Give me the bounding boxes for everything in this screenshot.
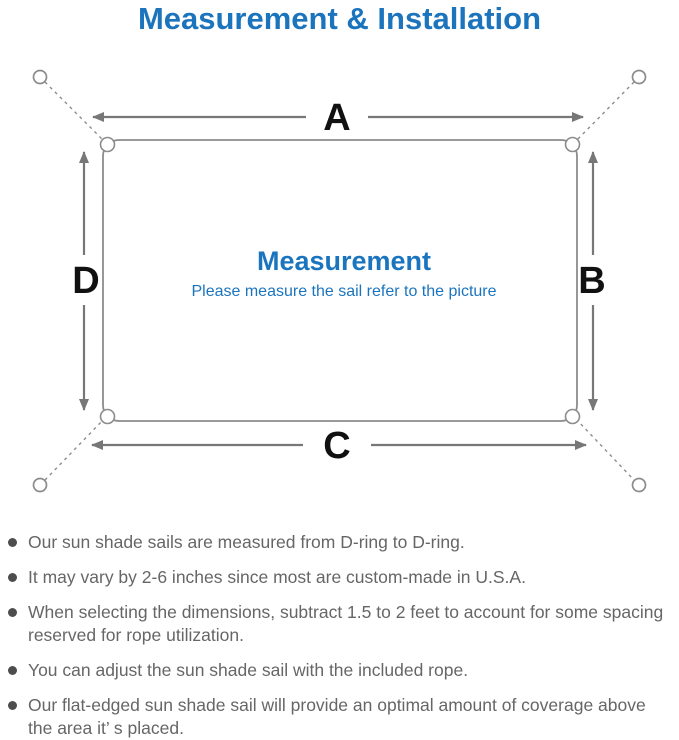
d-ring-top-left [99,136,116,153]
anchor-point-top-right [631,69,647,85]
note-item: It may vary by 2-6 inches since most are… [8,566,674,589]
note-text: It may vary by 2-6 inches since most are… [28,567,526,587]
note-text: Our flat-edged sun shade sail will provi… [28,695,646,738]
diagram-subtitle: Please measure the sail refer to the pic… [191,283,496,300]
measurement-diagram: A C D B Measurement Please measure the s… [32,69,647,493]
note-item: Our flat-edged sun shade sail will provi… [8,694,674,740]
dimension-label-b: B [578,260,605,302]
dimension-label-a: A [323,97,350,139]
note-item: Our sun shade sails are measured from D-… [8,531,674,554]
anchor-point-bottom-right [631,477,647,493]
tension-line-bottom-right [575,418,635,481]
tension-line-bottom-left [44,418,105,481]
diagram-title: Measurement [257,246,431,276]
anchor-point-top-left [32,69,48,85]
d-ring-top-right [564,136,581,153]
bullet-icon [8,608,17,617]
page-title: Measurement & Installation [137,1,542,36]
dimension-label-d: D [72,260,99,302]
note-text: When selecting the dimensions, subtract … [28,602,664,645]
note-text: Our sun shade sails are measured from D-… [28,532,465,552]
tension-line-top-left [44,81,105,142]
dimension-label-c: C [323,425,350,467]
note-text: You can adjust the sun shade sail with t… [28,660,469,680]
notes-list: Our sun shade sails are measured from D-… [8,531,674,740]
sail-outline [102,139,578,422]
note-item: When selecting the dimensions, subtract … [8,601,674,647]
d-ring-bottom-right [564,408,581,425]
anchor-point-bottom-left [32,477,48,493]
d-ring-bottom-left [99,408,116,425]
tension-line-top-right [575,81,635,142]
note-item: You can adjust the sun shade sail with t… [8,659,674,682]
bullet-icon [8,701,17,710]
bullet-icon [8,538,17,547]
bullet-icon [8,573,17,582]
bullet-icon [8,666,17,675]
